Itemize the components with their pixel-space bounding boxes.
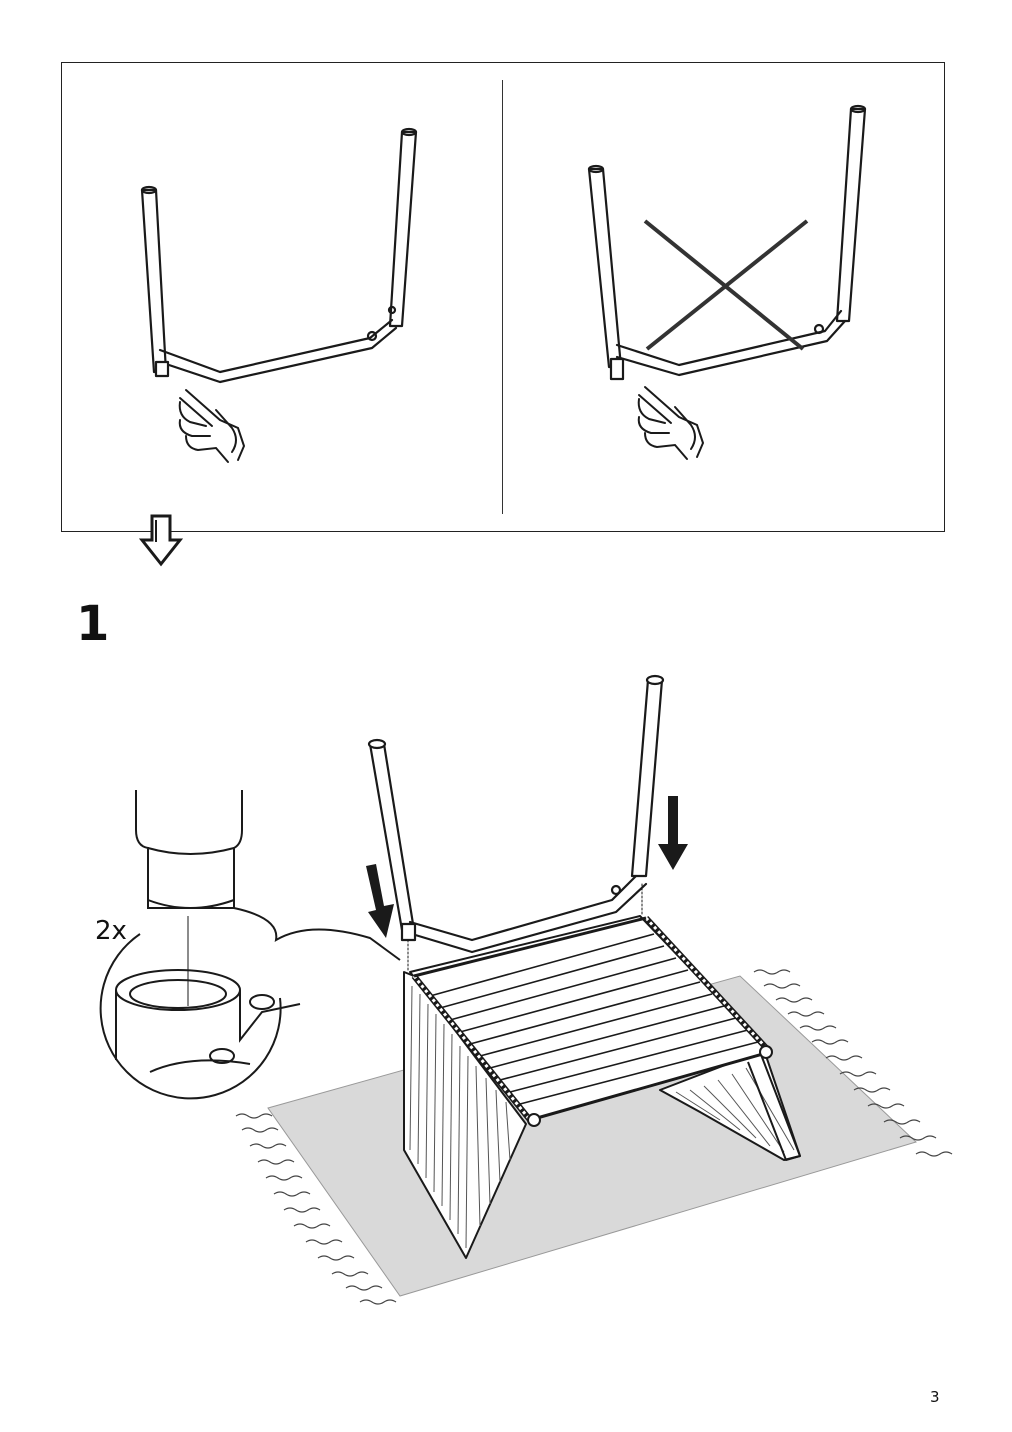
cross-mark-icon — [643, 219, 809, 351]
chair-assembly-illustration — [99, 674, 953, 1305]
instruction-frame — [61, 62, 945, 532]
correct-leg-frame-panel — [140, 127, 418, 463]
hand-touch-icon — [178, 389, 246, 463]
detail-quantity-label: 2x — [95, 916, 127, 946]
step-number: 1 — [76, 596, 110, 652]
incorrect-leg-frame-panel — [587, 104, 867, 460]
detail-callout-icon — [99, 790, 401, 1100]
panel-divider — [502, 80, 503, 514]
page-number: 3 — [930, 1388, 940, 1406]
chair-seat-icon — [403, 915, 801, 1259]
leg-frame-icon — [367, 674, 665, 971]
down-arrow-icon — [138, 514, 184, 567]
push-down-arrow-icon — [366, 796, 688, 938]
hand-touch-icon — [637, 386, 705, 460]
